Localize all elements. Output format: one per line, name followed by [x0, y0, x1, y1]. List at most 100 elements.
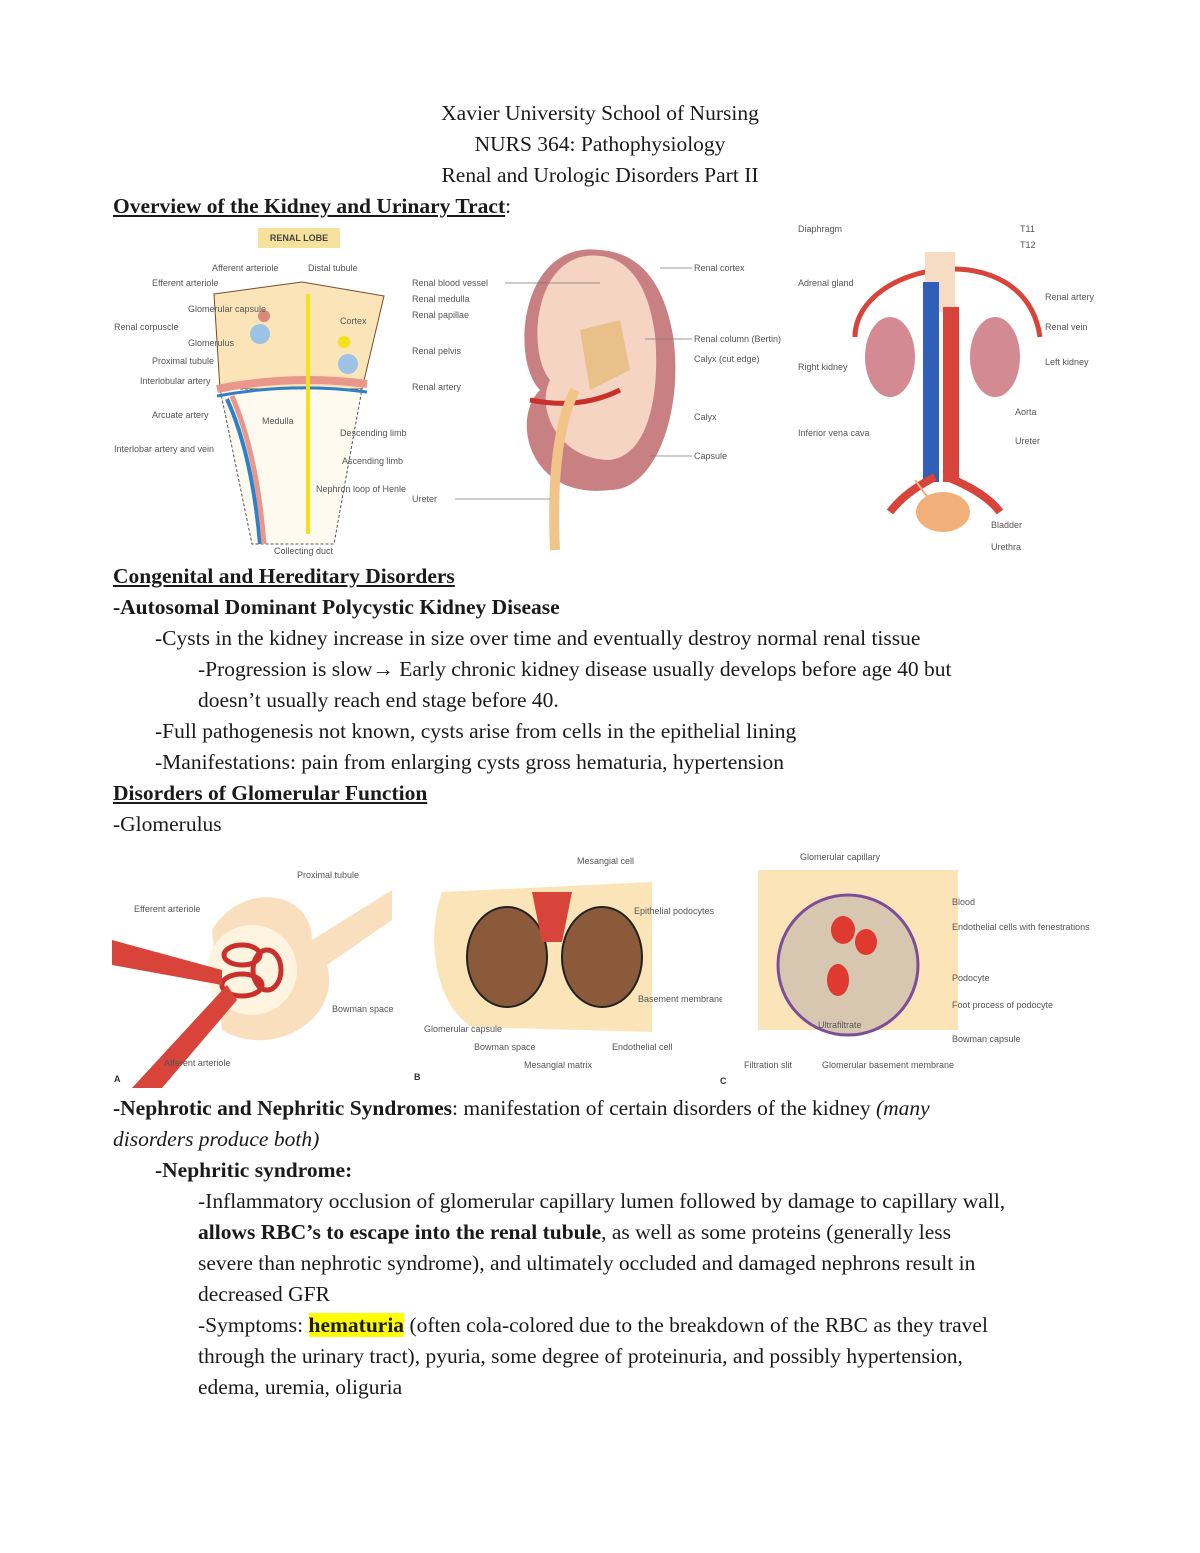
label: Aorta	[1015, 407, 1037, 417]
nephritic-symptoms: -Symptoms: hematuria (often cola-colored…	[198, 1313, 988, 1337]
label: Podocyte	[952, 973, 990, 983]
label: Ascending limb	[342, 456, 403, 466]
panel-letter: B	[414, 1072, 421, 1082]
adpkd-progression-cont: doesn’t usually reach end stage before 4…	[198, 688, 559, 712]
label: Renal artery	[412, 382, 462, 392]
nephritic-symptoms-cont2: edema, uremia, oliguria	[198, 1375, 403, 1399]
label: Basement membrane	[638, 994, 722, 1004]
label: Cortex	[340, 316, 367, 326]
adpkd-pathogenesis: -Full pathogenesis not known, cysts aris…	[155, 719, 797, 743]
adpkd-line: -Cysts in the kidney increase in size ov…	[155, 626, 921, 650]
adpkd-progression: -Progression is slow→ Early chronic kidn…	[198, 657, 952, 681]
label: T12	[1020, 240, 1036, 250]
label: Ultrafiltrate	[818, 1020, 862, 1030]
label: Endothelial cells with fenestrations	[952, 922, 1090, 932]
label: Descending limb	[340, 428, 407, 438]
label: Inferior vena cava	[798, 428, 870, 438]
nephritic-p1-cont: allows RBC’s to escape into the renal tu…	[198, 1220, 952, 1244]
nephritic-p1: -Inflammatory occlusion of glomerular ca…	[198, 1189, 1006, 1213]
label: Interlobular artery	[140, 376, 211, 386]
label: Bladder	[991, 520, 1022, 530]
label: Blood	[952, 897, 975, 907]
nephritic-heading: -Nephritic syndrome:	[155, 1158, 353, 1182]
label: Calyx (cut edge)	[694, 354, 760, 364]
label: Epithelial podocytes	[634, 906, 715, 916]
label: Right kidney	[798, 362, 848, 372]
label: Renal blood vessel	[412, 278, 488, 288]
header-school: Xavier University School of Nursing	[441, 101, 759, 125]
label: Bowman space	[332, 1004, 394, 1014]
label: Afferent arteriole	[164, 1058, 230, 1068]
panel-letter: C	[720, 1076, 727, 1086]
label: Medulla	[262, 416, 294, 426]
congenital-heading: Congenital and Hereditary Disorders	[113, 564, 455, 588]
label: Afferent arteriole	[212, 263, 278, 273]
label: Bowman capsule	[952, 1034, 1021, 1044]
label: Renal column (Bertin)	[694, 334, 781, 344]
label: Foot process of podocyte	[952, 1000, 1053, 1010]
label: Glomerulus	[188, 338, 235, 348]
label: Arcuate artery	[152, 410, 209, 420]
label: Renal corpuscle	[114, 322, 179, 332]
label: Renal artery	[1045, 292, 1095, 302]
label: Interlobar artery and vein	[114, 444, 214, 454]
renal-lobe-title: RENAL LOBE	[270, 233, 328, 243]
label: Endothelial cell	[612, 1042, 673, 1052]
overview-heading: Overview of the Kidney and Urinary Tract…	[113, 194, 512, 218]
label: Ureter	[412, 494, 437, 504]
nephritic-p1-cont2: severe than nephrotic syndrome), and ult…	[198, 1251, 976, 1275]
label: Glomerular capillary	[800, 852, 881, 862]
label: Capsule	[694, 451, 727, 461]
syndromes-intro-cont: disorders produce both)	[113, 1127, 320, 1151]
label: Glomerular capsule	[188, 304, 266, 314]
glomerulus-subheading: -Glomerulus	[113, 812, 222, 836]
label: Mesangial cell	[577, 856, 634, 866]
panel-letter: A	[114, 1074, 121, 1084]
label: Glomerular basement membrane	[822, 1060, 954, 1070]
label: Renal medulla	[412, 294, 470, 304]
label: Filtration slit	[744, 1060, 793, 1070]
glomerulus-figure-a: Efferent arteriole Proximal tubule Bowman…	[112, 870, 394, 1088]
label: Proximal tubule	[297, 870, 359, 880]
nephritic-symptoms-cont: through the urinary tract), pyuria, some…	[198, 1344, 963, 1368]
label: Renal pelvis	[412, 346, 462, 356]
label: Proximal tubule	[152, 356, 214, 366]
label: Efferent arteriole	[152, 278, 218, 288]
label: Renal papillae	[412, 310, 469, 320]
label: Ureter	[1015, 436, 1040, 446]
nephritic-p1-cont3: decreased GFR	[198, 1282, 330, 1306]
header-topic: Renal and Urologic Disorders Part II	[441, 163, 759, 187]
adpkd-subheading: -Autosomal Dominant Polycystic Kidney Di…	[113, 595, 560, 619]
renal-lobe-figure: RENAL LOBE Afferent arteriole Distal tubu…	[114, 228, 407, 556]
label: Renal vein	[1045, 322, 1088, 332]
highlighted-term: hematuria	[308, 1313, 405, 1337]
label: T11	[1020, 224, 1035, 234]
adpkd-manifestations: -Manifestations: pain from enlarging cys…	[155, 750, 784, 774]
label: Mesangial matrix	[524, 1060, 593, 1070]
label: Urethra	[991, 542, 1021, 552]
syndromes-intro: -Nephrotic and Nephritic Syndromes: mani…	[113, 1096, 930, 1120]
label: Distal tubule	[308, 263, 358, 273]
label: Left kidney	[1045, 357, 1089, 367]
label: Collecting duct	[274, 546, 334, 556]
label: Renal cortex	[694, 263, 745, 273]
renal-lobe-labels: Afferent arteriole Distal tubule Efferent…	[114, 263, 407, 556]
label: Glomerular capsule	[424, 1024, 502, 1034]
renal-lobe-title-box	[258, 228, 340, 248]
arrow-icon: →	[372, 657, 394, 681]
label: Adrenal gland	[798, 278, 854, 288]
glomerular-heading: Disorders of Glomerular Function	[113, 781, 428, 805]
label: Nephron loop of Henle	[316, 484, 406, 494]
label: Efferent arteriole	[134, 904, 200, 914]
header-course: NURS 364: Pathophysiology	[474, 132, 726, 156]
label: Diaphragm	[798, 224, 842, 234]
label: Bowman space	[474, 1042, 536, 1052]
label: Calyx	[694, 412, 717, 422]
